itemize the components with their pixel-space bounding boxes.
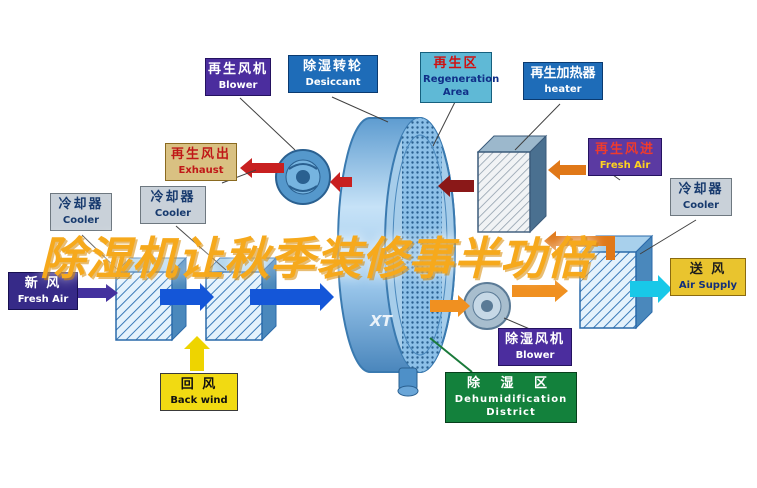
label-exhaust-en: Exhaust	[178, 164, 224, 176]
label-regen-heater-en: heater	[544, 83, 582, 95]
label-cooler-right: 冷却器 Cooler	[670, 178, 732, 216]
headline-title: 除湿机让秋季装修事半功倍	[40, 232, 593, 285]
arrow-heater-to-wheel	[438, 175, 474, 197]
label-desiccant: 除湿转轮 Desiccant	[288, 55, 378, 93]
regen-heater-box	[476, 134, 548, 234]
arrow-regen-in	[548, 160, 586, 180]
wheel-watermark: XT	[369, 312, 394, 330]
label-dehumid-area: 除 湿 区 Dehumidification District	[445, 372, 577, 423]
label-air-supply-en: Air Supply	[678, 279, 738, 291]
label-back-wind: 回 风 Back wind	[160, 373, 238, 411]
label-dehumid-blower-en: Blower	[515, 349, 555, 361]
arrow-air-supply	[630, 275, 672, 303]
arrow-process-1	[160, 283, 214, 311]
label-regen-blower-en: Blower	[218, 79, 258, 91]
label-regen-fresh-air-zh: 再生风进	[594, 142, 655, 157]
label-exhaust: 再生风出 Exhaust	[165, 143, 237, 181]
arrow-regen-riser	[606, 236, 615, 260]
label-back-wind-zh: 回 风	[180, 377, 218, 392]
label-exhaust-zh: 再生风出	[170, 147, 231, 162]
label-regen-fresh-air-en: Fresh Air	[599, 159, 651, 171]
label-fresh-air-zh: 新 风	[24, 276, 62, 291]
arrow-process-2	[250, 283, 334, 311]
label-regen-fresh-air: 再生风进 Fresh Air	[588, 138, 662, 176]
label-desiccant-zh: 除湿转轮	[302, 59, 363, 74]
label-cooler-left-outer-zh: 冷却器	[58, 197, 104, 212]
label-regen-heater: 再生加热器 heater	[523, 62, 603, 100]
label-dehumid-area-en1: Dehumidification	[454, 393, 568, 405]
label-back-wind-en: Back wind	[170, 394, 228, 406]
label-cooler-left-inner-en: Cooler	[154, 207, 192, 219]
arrow-fan-to-cooler	[512, 280, 568, 302]
label-cooler-right-en: Cooler	[682, 199, 720, 211]
arrow-to-fan	[430, 295, 470, 317]
heat-exchanger-left-1	[114, 256, 188, 342]
arrow-regen-precool	[544, 231, 606, 251]
label-regen-heater-zh: 再生加热器	[530, 66, 596, 81]
label-air-supply: 送 风 Air Supply	[670, 258, 746, 296]
label-desiccant-en: Desiccant	[305, 76, 361, 88]
label-dehumid-area-zh: 除 湿 区	[466, 376, 556, 391]
label-fresh-air: 新 风 Fresh Air	[8, 272, 78, 310]
label-cooler-left-inner-zh: 冷却器	[150, 190, 196, 205]
dehumid-blower-fan	[463, 282, 511, 330]
arrow-exhaust-out	[240, 158, 284, 178]
label-dehumid-blower-zh: 除湿风机	[504, 332, 565, 347]
arrow-wheel-to-fan	[330, 172, 352, 192]
label-cooler-left-outer: 冷却器 Cooler	[50, 193, 112, 231]
label-dehumid-blower: 除湿风机 Blower	[498, 328, 572, 366]
arrow-fresh-air-in	[78, 284, 118, 302]
label-regen-blower-zh: 再生风机	[208, 62, 269, 77]
label-regen-area-en: Regeneration Area	[423, 73, 500, 98]
label-regen-area: 再生区 Regeneration Area	[420, 52, 500, 103]
label-dehumid-area-en2: District	[486, 406, 536, 418]
label-cooler-left-outer-en: Cooler	[62, 214, 100, 226]
regen-blower-fan	[275, 149, 331, 205]
label-regen-area-zh: 再生区	[433, 56, 479, 71]
label-regen-blower: 再生风机 Blower	[205, 58, 271, 96]
airflow-arrows	[78, 158, 672, 371]
label-cooler-right-zh: 冷却器	[678, 182, 724, 197]
label-air-supply-zh: 送 风	[689, 262, 727, 277]
label-cooler-left-inner: 冷却器 Cooler	[140, 186, 206, 224]
label-fresh-air-en: Fresh Air	[17, 293, 69, 305]
arrow-back-wind-up	[184, 336, 210, 371]
